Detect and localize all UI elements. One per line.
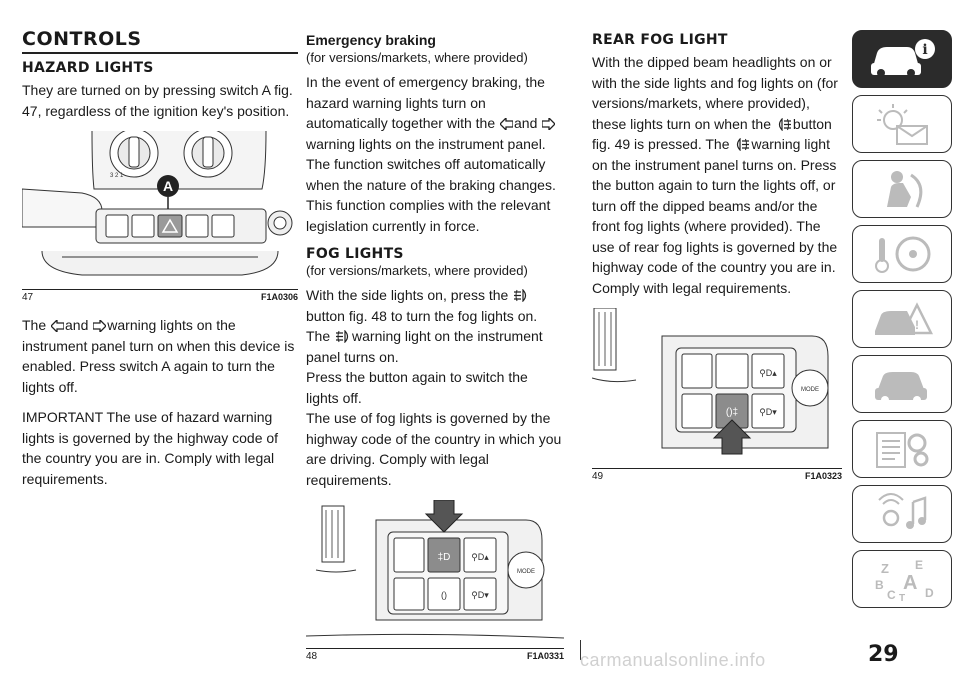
svg-text:⚲D▾: ⚲D▾ (471, 590, 489, 600)
rear-fog-light-icon (778, 117, 791, 131)
label-a: A (163, 178, 173, 194)
rear-fog-light-icon (737, 138, 750, 151)
fog-switch-illustration: ‡D ⚲D▴ () ⚲D▾ MODE (306, 500, 564, 648)
figure-48-caption: 48 F1A0331 (306, 651, 564, 662)
fog-lights-title: FOG LIGHTS (306, 246, 404, 262)
tab-emergency[interactable]: ! (852, 290, 952, 348)
tab-warning-lights[interactable] (852, 95, 952, 153)
emergency-paragraph: In the event of emergency braking, the h… (306, 74, 556, 234)
front-fog-light-icon (336, 330, 349, 343)
tab-multimedia[interactable] (852, 485, 952, 543)
arrow-left-icon (51, 320, 65, 332)
tab-car-info[interactable]: i (852, 30, 952, 88)
rear-fog-light-title: REAR FOG LIGHT (592, 32, 728, 48)
chapter-tabs: i ! (852, 30, 952, 615)
figure-49-caption: 49 F1A0323 (592, 471, 842, 482)
svg-text:()‡: ()‡ (726, 407, 738, 418)
footer-divider (580, 640, 581, 660)
figure-48: ‡D ⚲D▴ () ⚲D▾ MODE (306, 500, 564, 649)
emergency-braking-note: (for versions/markets, where provided) (306, 50, 528, 65)
svg-text:Z: Z (881, 561, 889, 576)
arrow-right-icon (542, 118, 556, 130)
maintenance-icon (875, 372, 927, 404)
starting-driving-icon (875, 236, 931, 273)
fog-paragraph-3: The use of fog lights is governed by the… (306, 410, 562, 488)
section-title: CONTROLS (22, 28, 298, 54)
rear-fog-switch-illustration: ⚲D▴ ()‡ ⚲D▾ MODE (592, 308, 842, 468)
hazard-paragraph-3: IMPORTANT The use of hazard warning ligh… (22, 409, 279, 487)
figure-number: 47 (22, 292, 34, 303)
figure-49: ⚲D▴ ()‡ ⚲D▾ MODE (592, 308, 842, 469)
svg-text:‡D: ‡D (438, 552, 451, 563)
rear-fog-paragraph: With the dipped beam headlights on or wi… (592, 54, 838, 296)
hazard-lights-title: HAZARD LIGHTS (22, 60, 154, 76)
warning-lights-icon (877, 104, 928, 145)
figure-code: F1A0306 (260, 292, 298, 302)
svg-text:!: ! (915, 318, 919, 332)
svg-text:D: D (925, 586, 934, 600)
svg-text:MODE: MODE (517, 569, 535, 575)
front-fog-light-icon (514, 289, 527, 302)
arrow-right-icon (93, 320, 107, 332)
car-info-icon: i (871, 39, 935, 77)
svg-text:A: A (903, 572, 917, 594)
column-2: Emergency braking (for versions/markets,… (306, 32, 564, 662)
fog-paragraph-2: Press the button again to switch the lig… (306, 369, 528, 406)
emergency-braking-heading: Emergency braking (306, 32, 436, 48)
column-1: CONTROLS HAZARD LIGHTS They are turned o… (22, 28, 298, 499)
fog-lights-note: (for versions/markets, where provided) (306, 263, 528, 278)
figure-code: F1A0331 (526, 651, 564, 661)
figure-code: F1A0323 (804, 471, 842, 481)
index-icon: Z E B A C D T (875, 558, 934, 601)
svg-text:MODE: MODE (801, 387, 819, 393)
column-3: REAR FOG LIGHT With the dipped beam head… (592, 28, 842, 482)
watermark: carmanualsonline.info (580, 650, 766, 670)
svg-text:⚲D▾: ⚲D▾ (759, 407, 777, 417)
hazard-paragraph-2: The and warning lights on the instrument… (22, 317, 295, 395)
tab-index[interactable]: Z E B A C D T (852, 550, 952, 608)
dashboard-illustration: 3 2 1 A (22, 131, 298, 289)
tab-starting-driving[interactable] (852, 225, 952, 283)
safety-icon (887, 171, 923, 208)
figure-47: 3 2 1 A (22, 131, 298, 290)
svg-text:E: E (915, 558, 923, 572)
tab-maintenance[interactable] (852, 355, 952, 413)
tab-technical-data[interactable] (852, 420, 952, 478)
svg-text:T: T (899, 593, 905, 601)
technical-data-icon (876, 432, 929, 468)
svg-text:(): () (441, 590, 447, 600)
svg-text:C: C (887, 588, 896, 601)
svg-text:⚲D▴: ⚲D▴ (471, 552, 489, 562)
hazard-paragraph-1: They are turned on by pressing switch A … (22, 82, 293, 119)
figure-47-caption: 47 F1A0306 (22, 292, 298, 303)
svg-text:⚲D▴: ⚲D▴ (759, 368, 777, 378)
emergency-icon: ! (875, 302, 934, 335)
svg-text:3 2 1: 3 2 1 (110, 173, 124, 179)
svg-text:B: B (875, 578, 884, 592)
fog-paragraph-1: With the side lights on, press the butto… (306, 287, 543, 365)
svg-text:i: i (922, 42, 927, 58)
figure-number: 49 (592, 471, 604, 482)
figure-number: 48 (306, 651, 318, 662)
tab-safety[interactable] (852, 160, 952, 218)
multimedia-icon (878, 493, 927, 529)
arrow-left-icon (500, 118, 513, 130)
page-number: 29 (868, 642, 899, 667)
